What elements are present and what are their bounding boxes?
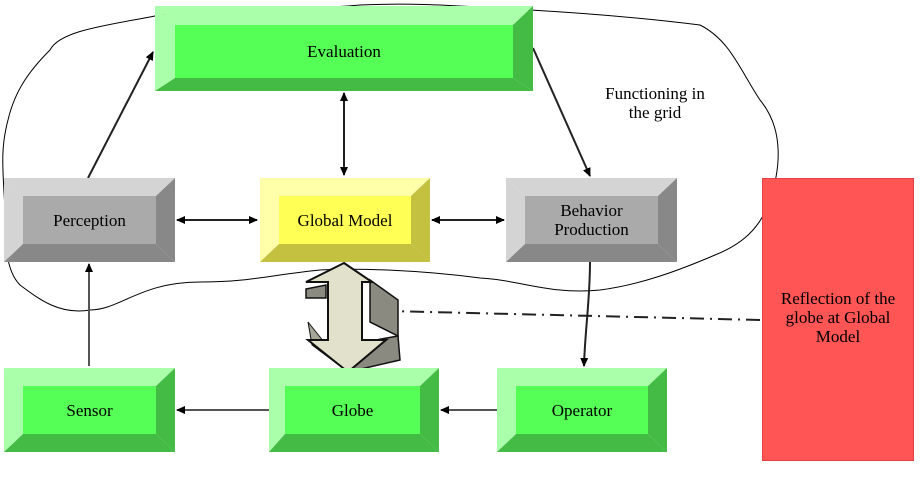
node-evaluation[interactable]: Evaluation: [155, 6, 533, 91]
reflection-box[interactable]: Reflection of the globe at Global Model: [762, 178, 914, 461]
bevel-frame: [4, 368, 175, 452]
edge-evaluation-behavior: [532, 47, 591, 177]
node-globe[interactable]: Globe: [269, 368, 439, 452]
behavior-line-1: Behavior: [560, 201, 623, 220]
node-global-model[interactable]: Global Model: [260, 178, 430, 262]
node-sensor[interactable]: Sensor: [4, 368, 175, 452]
bevel-frame: [506, 178, 677, 262]
edge-reflection-double-arrow: [387, 307, 761, 321]
edge-behavior-operator: [580, 261, 591, 367]
bevel-frame: [4, 178, 175, 262]
bevel-frame: [497, 368, 667, 452]
edge-perception-evaluation: [87, 51, 154, 179]
grid-cloud-outline: [2, 3, 779, 312]
behavior-line-2: Production: [554, 220, 629, 239]
node-behavior-production-label: Behavior Production: [525, 196, 658, 244]
node-globe-label: Globe: [331, 400, 374, 420]
node-operator-label: Operator: [551, 400, 613, 420]
node-global-model-label: Global Model: [297, 210, 393, 230]
double-arrow-3d-icon: [305, 261, 401, 376]
node-evaluation-label: Evaluation: [307, 42, 381, 61]
cloud-label-line-2: the grid: [628, 103, 682, 122]
bevel-frame: [269, 368, 439, 452]
node-perception[interactable]: Perception: [4, 178, 175, 262]
bevel-frame: [155, 6, 533, 91]
node-sensor-label: Sensor: [66, 400, 113, 420]
node-behavior-production[interactable]: Behavior Production: [506, 178, 677, 262]
node-perception-label: Perception: [53, 210, 126, 230]
reflection-line-2: globe at Global: [785, 308, 891, 327]
grid-cloud-label: Functioning in the grid: [585, 84, 725, 122]
reflection-box-label: Reflection of the globe at Global Model: [763, 289, 913, 346]
reflection-line-3: Model: [815, 327, 861, 346]
cloud-label-line-1: Functioning in: [605, 84, 705, 103]
reflection-line-1: Reflection of the: [780, 289, 896, 308]
node-operator[interactable]: Operator: [497, 368, 667, 452]
bevel-frame: [260, 178, 430, 262]
